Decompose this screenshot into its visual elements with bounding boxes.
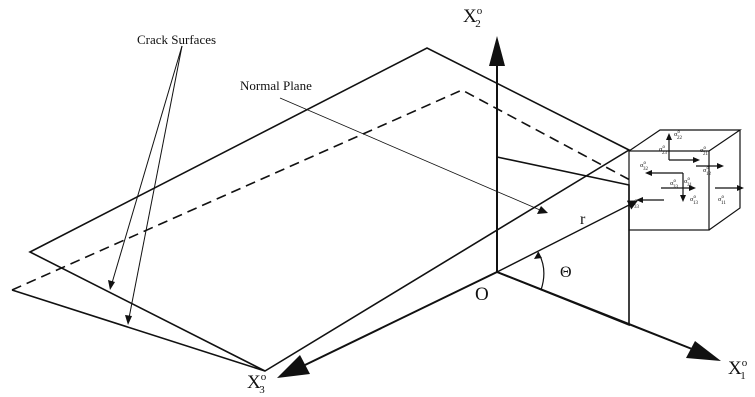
upper-crack-surface xyxy=(28,47,631,372)
crack-surfaces-leader-2 xyxy=(128,45,183,319)
lower-crack-surface-edge xyxy=(11,289,266,372)
theta-arc-arrowhead xyxy=(534,252,542,259)
normal-plane xyxy=(496,156,630,327)
crack-surfaces-leader-2-arrowhead xyxy=(125,315,132,325)
origin-label: O xyxy=(475,284,489,305)
r-vector xyxy=(496,200,638,273)
normal-plane-leader-arrowhead xyxy=(537,206,548,214)
x1-axis-line xyxy=(496,271,693,350)
x2-axis-arrowhead xyxy=(489,36,505,66)
lower-crack-surface-dashed xyxy=(11,89,631,291)
cube-side-face xyxy=(708,130,741,231)
crack-surfaces-label: Crack Surfaces xyxy=(137,32,216,47)
theta-label: Θ xyxy=(560,264,572,281)
normal-plane-label: Normal Plane xyxy=(240,78,312,93)
x3-axis-line xyxy=(304,271,498,366)
stress-arrowheads xyxy=(636,133,744,203)
stress-element-cube xyxy=(628,129,742,231)
x3-axis-arrowhead xyxy=(277,355,310,378)
x1-axis-arrowhead xyxy=(686,341,721,361)
crack-surfaces-leader-1-arrowhead xyxy=(108,280,115,290)
cube-top-face xyxy=(628,129,742,152)
crack-surfaces-leader-1 xyxy=(111,45,183,284)
r-label: r xyxy=(580,211,586,228)
normal-plane-leader xyxy=(279,97,541,211)
